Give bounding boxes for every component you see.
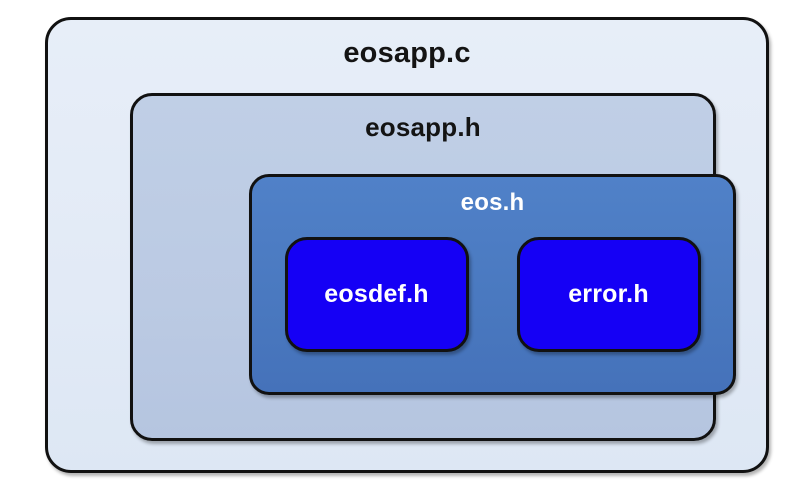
container-label-eosdef-h: eosdef.h [324,280,429,308]
container-eosdef-h: eosdef.h [284,237,469,352]
container-label-eosapp-h: eosapp.h [365,112,481,142]
container-eos-h: eos.h eosdef.h error.h [249,174,736,395]
container-label-error-h: error.h [568,280,649,308]
leaf-row: eosdef.h error.h [252,237,733,352]
container-label-eosapp-c: eosapp.c [343,37,471,69]
container-label-eos-h: eos.h [460,189,525,216]
container-eosapp-h: eosapp.h eos.h eosdef.h error.h [130,93,736,441]
container-error-h: error.h [516,237,701,352]
container-eosapp-c: eosapp.c eosapp.h eos.h eosdef.h error.h [45,17,769,473]
